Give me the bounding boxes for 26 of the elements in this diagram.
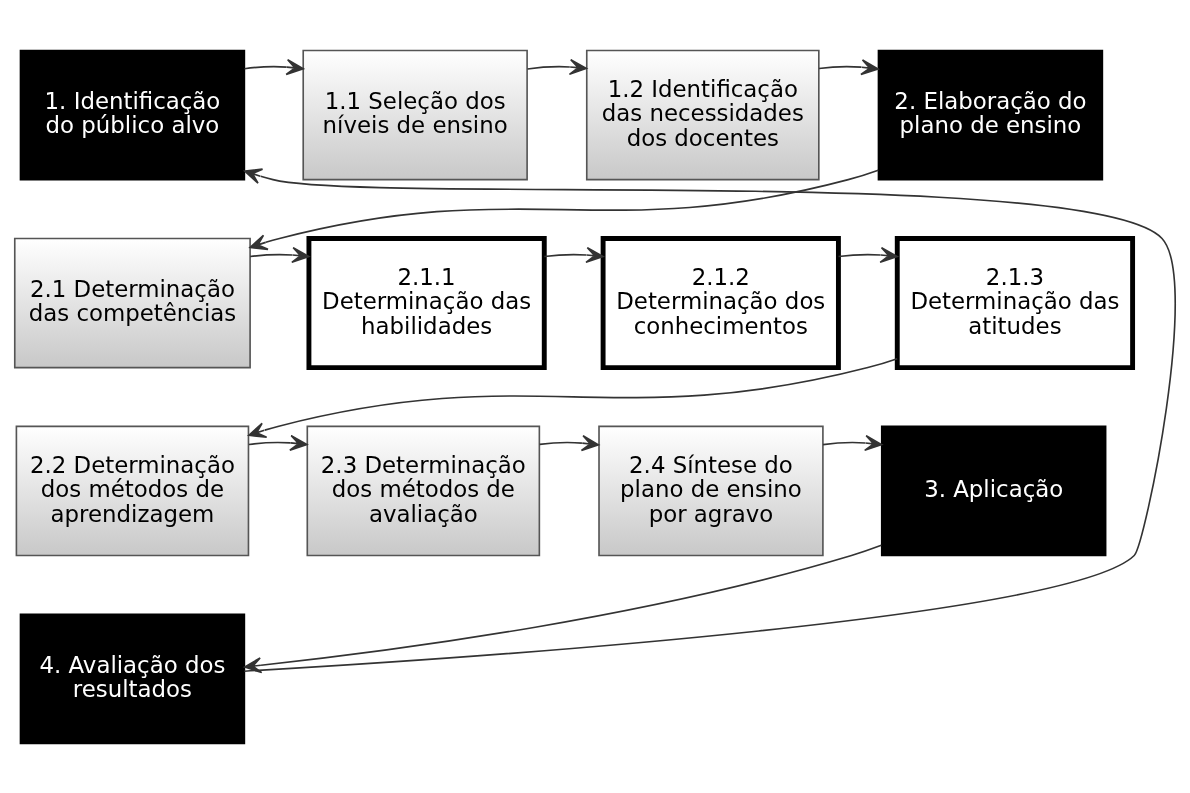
- arrow: [543, 246, 604, 263]
- node-box: 2.4 Síntese do plano de ensino por agravo: [598, 425, 824, 556]
- node-box: 2.1.3 Determinação das atitudes: [894, 235, 1136, 370]
- arrow: [822, 434, 883, 451]
- arrow: [249, 246, 310, 263]
- arrow: [526, 58, 588, 75]
- arrow: [243, 167, 1177, 672]
- node-box: 2.1.1 Determinação das habilidades: [306, 235, 547, 370]
- node-box: 3. Aplicação: [880, 425, 1107, 556]
- node-box: 2.2 Determinação dos métodos de aprendizagem: [15, 425, 250, 556]
- node-box: 1.2 Identificação das necessidades dos docentes: [585, 49, 820, 180]
- arrow: [249, 168, 880, 250]
- arrow: [243, 58, 304, 75]
- node-box: 2.1 Determinação das competências: [13, 237, 251, 368]
- arrow: [837, 246, 898, 263]
- node-box: 2.1.2 Determinação dos conhecimentos: [600, 235, 841, 370]
- arrow: [818, 58, 879, 75]
- node-box: 4. Avaliação dos resultados: [19, 613, 246, 744]
- node-box: 2. Elaboração do plano de ensino: [877, 49, 1104, 180]
- arrow: [243, 544, 883, 673]
- node-box: 1. Identificação do público alvo: [19, 49, 246, 180]
- arrow: [538, 434, 600, 451]
- node-box: 2.3 Determinação dos métodos de avaliação: [306, 425, 541, 556]
- arrow: [248, 357, 899, 438]
- node-box: 1.1 Seleção dos níveis de ensino: [302, 49, 528, 180]
- arrow: [248, 434, 308, 451]
